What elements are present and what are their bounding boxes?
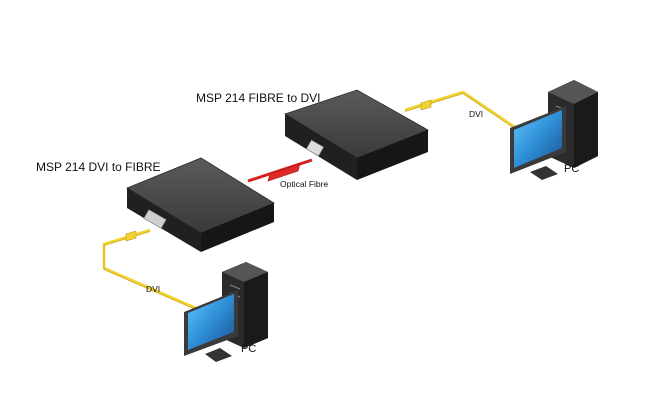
screen-left bbox=[188, 294, 234, 350]
optical-fibre-label: Optical Fibre bbox=[280, 179, 329, 189]
dvi-port-icon bbox=[143, 209, 167, 229]
dvi-cable-right bbox=[404, 90, 523, 134]
screen-right bbox=[514, 110, 562, 168]
transmitter-title: MSP 214 DVI to FIBRE bbox=[36, 160, 161, 174]
receiver-title: MSP 214 FIBRE to DVI bbox=[196, 91, 321, 105]
transmitter-unit bbox=[126, 157, 275, 252]
receiver-unit bbox=[284, 89, 429, 180]
dvi-cable-left bbox=[102, 228, 206, 314]
pc-left-label: PC bbox=[241, 343, 257, 355]
pc-right-label: PC bbox=[564, 163, 580, 175]
optical-fibre-cable bbox=[247, 158, 313, 183]
fibre-port-icon bbox=[306, 139, 324, 157]
dvi-right-label: DVI bbox=[469, 109, 484, 119]
dvi-left-label: DVI bbox=[146, 284, 161, 294]
pc-left bbox=[184, 262, 268, 362]
pc-right bbox=[510, 80, 598, 180]
